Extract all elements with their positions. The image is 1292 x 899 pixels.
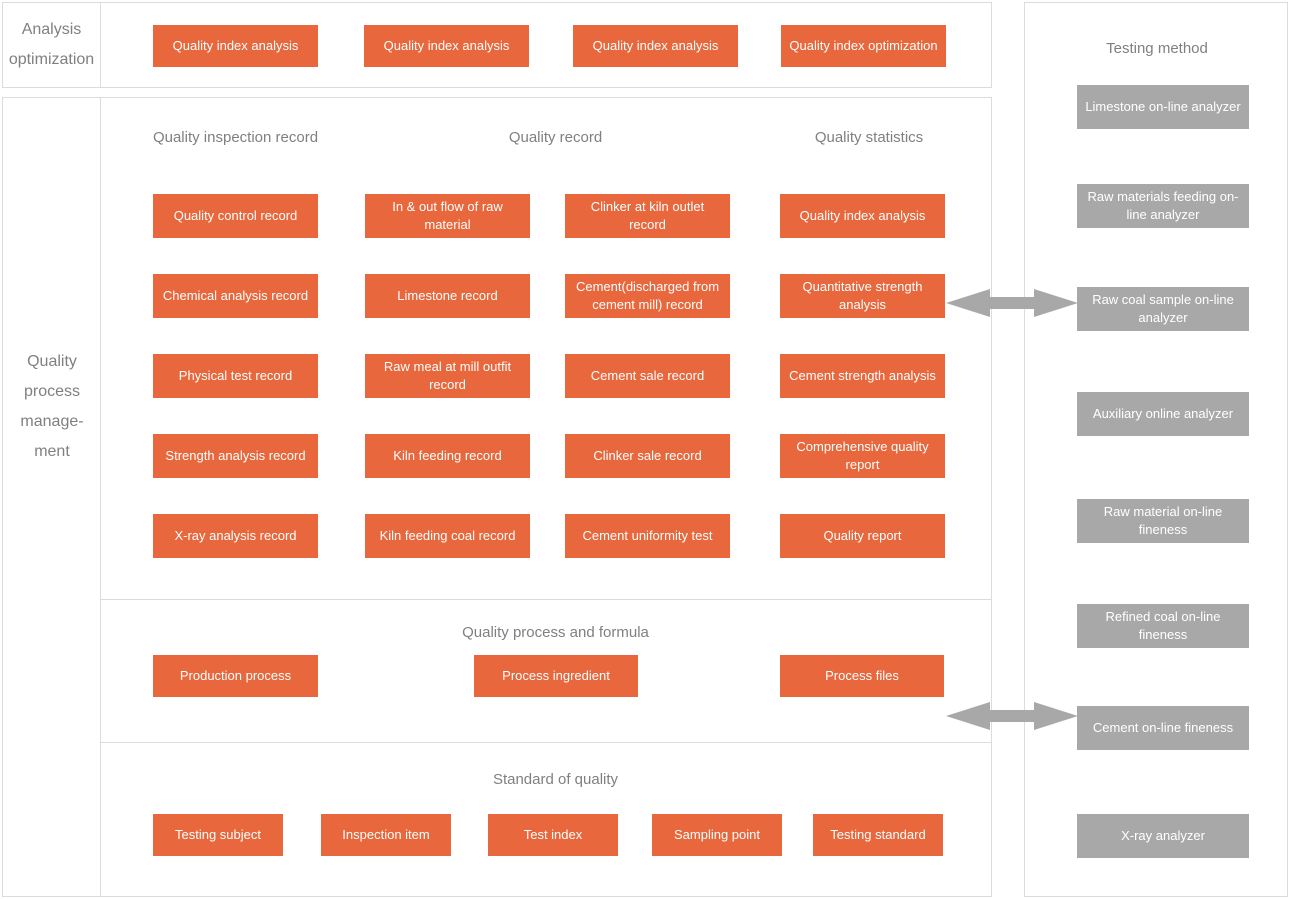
raw-coal-sample-online-analyzer-box: Raw coal sample on-line analyzer [1077, 287, 1249, 331]
chemical-analysis-record-button[interactable]: Chemical analysis record [153, 274, 318, 318]
limestone-record-button[interactable]: Limestone record [365, 274, 530, 318]
test-index-button[interactable]: Test index [488, 814, 618, 856]
xray-analyzer-box: X-ray analyzer [1077, 814, 1249, 858]
analysis-optimization-panel: Analysis optimization Quality index anal… [2, 2, 992, 88]
quality-index-analysis-button-2[interactable]: Quality index analysis [364, 25, 529, 67]
double-arrow-quantitative-strength-to-raw-coal [946, 289, 1078, 317]
clinker-sale-record-button[interactable]: Clinker sale record [565, 434, 730, 478]
cement-sale-record-button[interactable]: Cement sale record [565, 354, 730, 398]
cement-strength-analysis-button[interactable]: Cement strength analysis [780, 354, 945, 398]
quality-report-button[interactable]: Quality report [780, 514, 945, 558]
refined-coal-online-fineness-box: Refined coal on-line fineness [1077, 604, 1249, 648]
testing-method-label: Testing method [1106, 40, 1208, 57]
quality-process-management-panel: Quality process manage- ment Quality ins… [2, 97, 992, 897]
quality-index-analysis-button-1[interactable]: Quality index analysis [153, 25, 318, 67]
testing-method-panel: Testing method Limestone on-line analyze… [1024, 2, 1288, 897]
sampling-point-button[interactable]: Sampling point [652, 814, 782, 856]
quantitative-strength-analysis-button[interactable]: Quantitative strength analysis [780, 274, 945, 318]
testing-standard-button[interactable]: Testing standard [813, 814, 943, 856]
quality-process-management-label: Quality process manage- ment [3, 98, 101, 896]
analysis-optimization-label: Analysis optimization [3, 3, 101, 87]
comprehensive-quality-report-button[interactable]: Comprehensive quality report [780, 434, 945, 478]
raw-material-online-fineness-box: Raw material on-line fineness [1077, 499, 1249, 543]
label-line: manage- [20, 413, 84, 430]
raw-materials-feeding-online-analyzer-box: Raw materials feeding on-line analyzer [1077, 184, 1249, 228]
cement-discharged-record-button[interactable]: Cement(discharged from cement mill) reco… [565, 274, 730, 318]
raw-meal-mill-outfit-record-button[interactable]: Raw meal at mill outfit record [365, 354, 530, 398]
xray-analysis-record-button[interactable]: X-ray analysis record [153, 514, 318, 558]
quality-index-analysis-stat-button[interactable]: Quality index analysis [780, 194, 945, 238]
header-quality-record: Quality record [508, 129, 603, 146]
clinker-kiln-outlet-record-button[interactable]: Clinker at kiln outlet record [565, 194, 730, 238]
kiln-feeding-coal-record-button[interactable]: Kiln feeding coal record [365, 514, 530, 558]
quality-index-optimization-button[interactable]: Quality index optimization [781, 25, 946, 67]
cement-online-fineness-box: Cement on-line fineness [1077, 706, 1249, 750]
header-quality-statistics: Quality statistics [814, 129, 924, 146]
double-arrow-process-files-to-cement-fineness [946, 702, 1078, 730]
quality-index-analysis-button-3[interactable]: Quality index analysis [573, 25, 738, 67]
header-quality-inspection-record: Quality inspection record [152, 129, 319, 146]
quality-control-record-button[interactable]: Quality control record [153, 194, 318, 238]
strength-analysis-record-button[interactable]: Strength analysis record [153, 434, 318, 478]
process-ingredient-button[interactable]: Process ingredient [474, 655, 638, 697]
header-quality-process-and-formula: Quality process and formula [462, 624, 649, 641]
process-files-button[interactable]: Process files [780, 655, 944, 697]
kiln-feeding-record-button[interactable]: Kiln feeding record [365, 434, 530, 478]
physical-test-record-button[interactable]: Physical test record [153, 354, 318, 398]
inspection-item-button[interactable]: Inspection item [321, 814, 451, 856]
testing-subject-button[interactable]: Testing subject [153, 814, 283, 856]
section-divider-1 [101, 599, 991, 600]
production-process-button[interactable]: Production process [153, 655, 318, 697]
limestone-online-analyzer-box: Limestone on-line analyzer [1077, 85, 1249, 129]
auxiliary-online-analyzer-box: Auxiliary online analyzer [1077, 392, 1249, 436]
label-line: process [23, 383, 81, 400]
in-out-flow-raw-material-button[interactable]: In & out flow of raw material [365, 194, 530, 238]
section-divider-2 [101, 742, 991, 743]
header-standard-of-quality: Standard of quality [492, 771, 619, 788]
cement-uniformity-test-button[interactable]: Cement uniformity test [565, 514, 730, 558]
label-line: Quality [27, 353, 77, 370]
label-line: ment [34, 443, 70, 460]
